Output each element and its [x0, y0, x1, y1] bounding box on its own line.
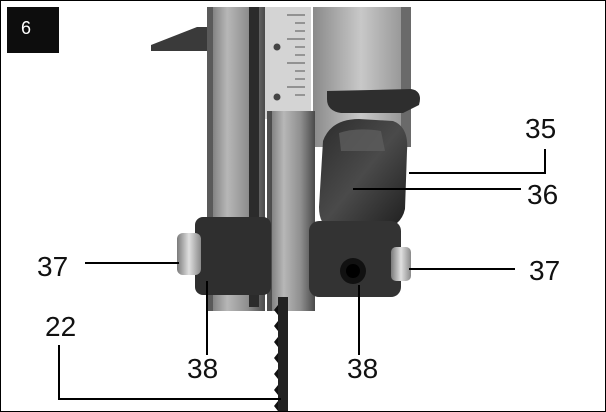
upper-bracket — [151, 27, 213, 51]
leader-lines — [58, 149, 546, 400]
figure-number-badge: 6 — [7, 7, 59, 53]
saw-blade-lower — [274, 297, 288, 411]
callout-37-right: 37 — [529, 255, 561, 286]
figure-number: 6 — [20, 17, 31, 38]
callout-22: 22 — [45, 311, 77, 342]
callout-38-right: 38 — [347, 353, 379, 384]
callout-37-left: 37 — [37, 251, 69, 282]
saw-blade-upper — [249, 7, 259, 307]
left-bearing-block — [195, 217, 271, 295]
front-post — [267, 111, 315, 311]
left-bolt — [177, 233, 201, 275]
adjust-lever — [327, 89, 420, 113]
callout-36: 36 — [527, 179, 559, 210]
callout-38-left: 38 — [187, 353, 219, 384]
right-bolt — [391, 247, 411, 281]
callout-35: 35 — [525, 113, 557, 144]
